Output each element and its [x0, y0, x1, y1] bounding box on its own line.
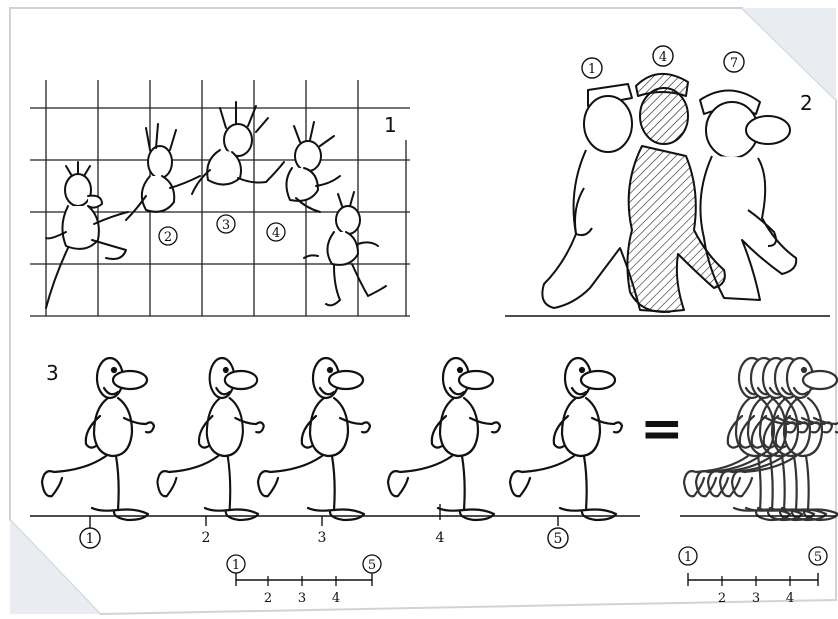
panel-1-frame-label: 4: [272, 226, 280, 241]
timing-end: 5: [368, 558, 376, 573]
pose-label: 1: [86, 531, 95, 547]
pose-label: 5: [554, 531, 563, 547]
panel-2-number: 2: [800, 91, 813, 115]
timing-tick: 3: [298, 591, 306, 606]
panel-1-frame-label: 2: [164, 230, 172, 245]
timing-tick: 2: [718, 591, 726, 606]
pose-label: 2: [202, 530, 211, 546]
panel-2-frame-label: 1: [588, 62, 596, 77]
panel-1-number: 1: [384, 113, 397, 137]
timing-start: 1: [684, 550, 692, 565]
timing-tick: 3: [752, 591, 760, 606]
pose-label: 3: [318, 530, 327, 546]
timing-tick: 4: [332, 591, 340, 606]
panel-1-frame-label: 3: [222, 218, 230, 233]
pose-label: 4: [436, 530, 445, 546]
panel-2-frame-label: 7: [730, 56, 738, 71]
panel-3-number: 3: [46, 361, 59, 385]
timing-tick: 4: [786, 591, 794, 606]
timing-tick: 2: [264, 591, 272, 606]
panel-2-frame-label: 4: [659, 50, 667, 65]
equals-sign: =: [640, 399, 684, 459]
timing-start: 1: [232, 558, 240, 573]
timing-end: 5: [814, 550, 822, 565]
